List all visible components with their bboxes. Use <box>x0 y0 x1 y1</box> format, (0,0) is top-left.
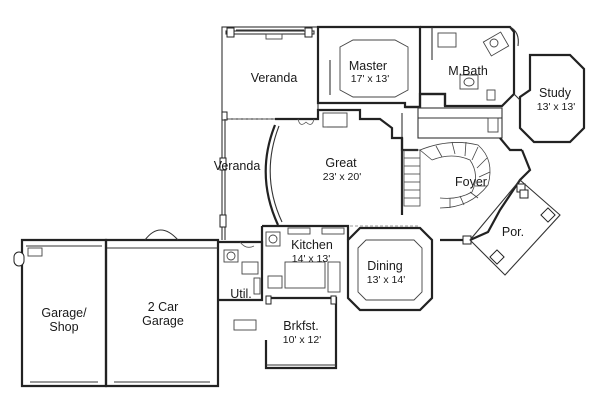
label-foyer: Foyer <box>455 175 487 189</box>
label-great: Great <box>325 156 357 170</box>
dims-kitchen: 14' x 13' <box>292 253 330 265</box>
label-master: Master <box>349 59 387 73</box>
dims-master: 17' x 13' <box>351 73 389 85</box>
label-kitchen: Kitchen <box>291 238 333 252</box>
dims-breakfast: 10' x 12' <box>283 334 321 346</box>
veranda-left-structure <box>219 118 275 240</box>
breakfast-nook <box>264 295 338 370</box>
porch <box>469 179 561 276</box>
hall-closets <box>401 92 503 139</box>
dims-dining: 13' x 14' <box>367 274 405 286</box>
label-veranda-top: Veranda <box>251 71 298 85</box>
label-breakfast: Brkfst. <box>283 319 318 333</box>
dims-great: 23' x 20' <box>323 171 361 183</box>
label-mbath: M.Bath <box>448 64 488 78</box>
label-dining: Dining <box>367 259 402 273</box>
label-garage-shop-line2: Shop <box>49 320 78 334</box>
label-garage-shop-line1: Garage/ <box>41 306 87 320</box>
great-room <box>264 108 420 227</box>
label-util: Util. <box>230 287 252 301</box>
label-porch: Por. <box>502 225 524 239</box>
garage-shop <box>13 238 108 388</box>
label-study: Study <box>539 86 572 100</box>
study-room <box>513 53 586 144</box>
foyer-stair <box>400 137 532 245</box>
label-2car-line2: Garage <box>142 314 184 328</box>
label-2car-line1: 2 Car <box>148 300 179 314</box>
label-veranda-left: Veranda <box>214 159 261 173</box>
dims-study: 13' x 13' <box>537 101 575 113</box>
dining-room <box>346 226 434 312</box>
